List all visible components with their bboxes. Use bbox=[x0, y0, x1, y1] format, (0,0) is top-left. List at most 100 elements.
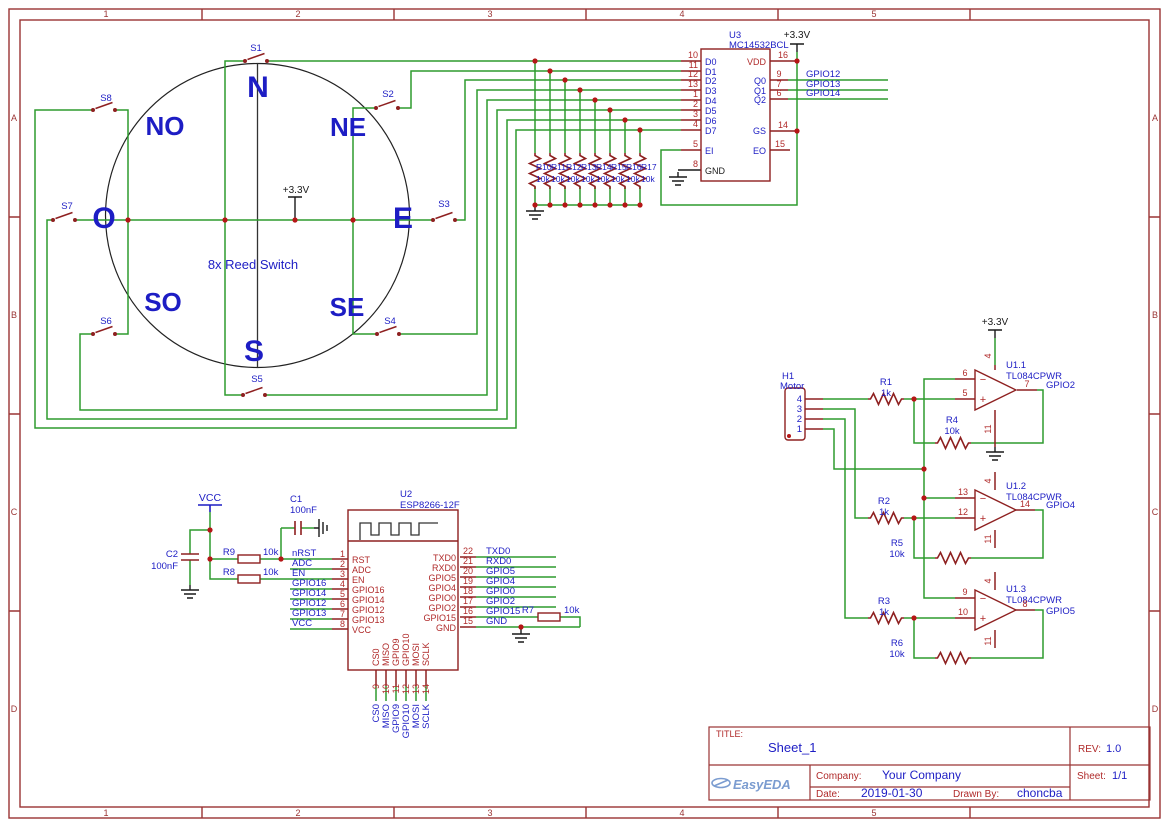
resistor-r14-val: 10k bbox=[596, 174, 610, 184]
resistor-r9[interactable] bbox=[237, 554, 261, 564]
h1-pin1-marker bbox=[787, 434, 791, 438]
u2-pin-gnd: GND bbox=[436, 623, 457, 633]
frame-row-b-left: B bbox=[11, 310, 17, 320]
switch-s6[interactable] bbox=[90, 325, 118, 337]
vcc-flag[interactable] bbox=[198, 504, 222, 512]
u2-pin-gpio14: GPIO14 bbox=[352, 595, 385, 605]
ground-u2[interactable] bbox=[511, 628, 531, 643]
connector-h1-body[interactable] bbox=[784, 387, 806, 441]
ground-u3[interactable] bbox=[668, 171, 688, 186]
u3-pin-d6: D6 bbox=[705, 116, 717, 126]
resistor-r11-val: 10k bbox=[551, 174, 565, 184]
sheet-title[interactable]: Sheet_1 bbox=[768, 740, 816, 755]
net-en: EN bbox=[292, 568, 305, 579]
u1-2-minus-sign: − bbox=[980, 493, 986, 505]
frame-col-4-top: 4 bbox=[679, 9, 684, 19]
u2-pin14-num: 14 bbox=[421, 684, 431, 694]
opamp-u1-3[interactable] bbox=[974, 588, 1018, 632]
ground-c2[interactable] bbox=[180, 584, 200, 599]
net-gpio12: GPIO12 bbox=[806, 69, 840, 80]
net-gpio5: GPIO5 bbox=[486, 566, 515, 577]
u3-pin3-num: 3 bbox=[693, 109, 698, 119]
ground-resistor-array[interactable] bbox=[525, 205, 545, 220]
company-label: Company: bbox=[816, 771, 862, 782]
net-gpio13: GPIO13 bbox=[806, 79, 840, 90]
switch-s5[interactable] bbox=[240, 386, 268, 398]
opamp-u1-1[interactable] bbox=[974, 368, 1018, 412]
capacitor-c1[interactable] bbox=[294, 521, 302, 535]
u1-1-pin4-num: 4 bbox=[983, 353, 993, 358]
u1-1-designator: U1.1 bbox=[1006, 360, 1026, 371]
resistor-r17-val: 10k bbox=[641, 174, 655, 184]
u1-2-designator: U1.2 bbox=[1006, 481, 1026, 492]
switch-s3-label: S3 bbox=[438, 199, 450, 210]
switch-s6-label: S6 bbox=[100, 316, 112, 327]
net-gpio9: GPIO9 bbox=[391, 704, 402, 733]
capacitor-c2[interactable] bbox=[181, 553, 199, 561]
ic-u3-body[interactable] bbox=[700, 48, 771, 182]
resistor-r7-des: R7 bbox=[522, 605, 534, 616]
drawn-by-value[interactable]: choncba bbox=[1017, 786, 1063, 800]
switch-s2[interactable] bbox=[373, 99, 401, 111]
date-value[interactable]: 2019-01-30 bbox=[861, 786, 923, 800]
u1-2-pin14-num: 14 bbox=[1020, 499, 1030, 509]
ic-u2-body[interactable] bbox=[347, 509, 459, 671]
u2-pin12-num: 12 bbox=[401, 684, 411, 694]
net-gpio2: GPIO2 bbox=[486, 596, 515, 607]
resistor-r14-des: R14 bbox=[596, 162, 612, 172]
resistor-r1-des: R1 bbox=[880, 377, 892, 388]
switch-s1[interactable] bbox=[242, 52, 270, 64]
u1-3-designator: U1.3 bbox=[1006, 584, 1026, 595]
rev-value[interactable]: 1.0 bbox=[1106, 743, 1121, 755]
resistor-r6[interactable] bbox=[934, 651, 972, 665]
resistor-r5[interactable] bbox=[934, 551, 972, 565]
u2-pin-txd0: TXD0 bbox=[433, 553, 456, 563]
cap-c2-val: 100nF bbox=[151, 561, 178, 572]
u3-pin12-num: 12 bbox=[688, 69, 698, 79]
net-gpio4-out: GPIO4 bbox=[1046, 500, 1075, 511]
u1-3-pin11-num: 11 bbox=[983, 636, 993, 645]
switch-s3[interactable] bbox=[430, 211, 458, 223]
switch-s7[interactable] bbox=[50, 211, 78, 223]
wires[interactable] bbox=[34, 52, 1044, 701]
components bbox=[50, 48, 1018, 671]
resistor-r5-des: R5 bbox=[891, 538, 903, 549]
switch-s7-label: S7 bbox=[61, 201, 73, 212]
u2-pin16-num: 16 bbox=[463, 606, 473, 616]
net-gpio16: GPIO16 bbox=[292, 578, 326, 589]
ground-opamp[interactable] bbox=[985, 446, 1005, 461]
u1-2-part: TL084CPWR bbox=[1006, 492, 1062, 503]
u1-3-pin8-num: 8 bbox=[1022, 599, 1027, 609]
compass-se: SE bbox=[330, 292, 365, 322]
resistor-r7[interactable] bbox=[537, 612, 561, 622]
u1-1-pin6-num: 6 bbox=[962, 368, 967, 378]
u1-1-pin5-num: 5 bbox=[962, 388, 967, 398]
u1-3-minus-sign: − bbox=[980, 593, 986, 605]
u2-pin21-num: 21 bbox=[463, 556, 473, 566]
net-gpio14: GPIO14 bbox=[806, 88, 840, 99]
resistor-r8-val: 10k bbox=[263, 567, 279, 578]
opamp-u1-2[interactable] bbox=[974, 488, 1018, 532]
sheet-label: Sheet: bbox=[1077, 771, 1106, 782]
cap-c1-val: 100nF bbox=[290, 505, 317, 516]
net-gpio10: GPIO10 bbox=[401, 704, 412, 738]
switch-s5-label: S5 bbox=[251, 374, 263, 385]
u3-pin15-num: 15 bbox=[775, 139, 785, 149]
ground-c1[interactable] bbox=[313, 518, 328, 538]
compass-o: O bbox=[92, 202, 115, 235]
switch-s4[interactable] bbox=[374, 325, 402, 337]
u1-2-pin13-num: 13 bbox=[958, 487, 968, 497]
sheet-value[interactable]: 1/1 bbox=[1112, 770, 1127, 782]
u2-pin-gpio13: GPIO13 bbox=[352, 615, 385, 625]
resistor-r8[interactable] bbox=[237, 574, 261, 584]
drawn-by-label: Drawn By: bbox=[953, 789, 999, 800]
company-value[interactable]: Your Company bbox=[882, 768, 961, 782]
frame-row-a-left: A bbox=[11, 113, 17, 123]
resistor-r12-des: R12 bbox=[566, 162, 582, 172]
opamp1-power-label: +3.3V bbox=[982, 317, 1009, 328]
net-gpio2-out: GPIO2 bbox=[1046, 380, 1075, 391]
resistor-r4[interactable] bbox=[934, 436, 972, 450]
u1-2-pin4-num: 4 bbox=[983, 478, 993, 483]
frame-col-5-bottom: 5 bbox=[871, 808, 876, 818]
